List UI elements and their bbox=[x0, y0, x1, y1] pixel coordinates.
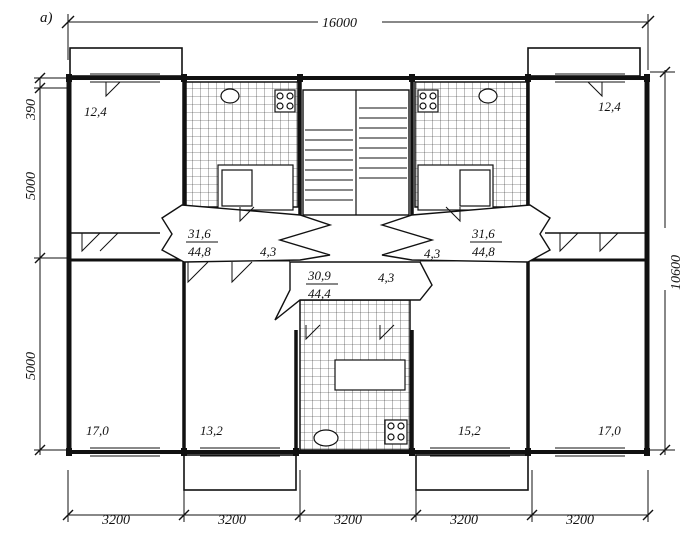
total-width-label: 16000 bbox=[322, 16, 357, 31]
left-dim-390: 390 bbox=[24, 99, 39, 121]
area-top-left-room: 12,4 bbox=[84, 104, 107, 119]
figure-label: а) bbox=[40, 10, 53, 26]
sanitary-fixtures bbox=[217, 88, 498, 447]
structural-marks bbox=[66, 74, 650, 456]
apartment-right-living: 31,6 bbox=[471, 226, 495, 241]
area-hall-right: 4,3 bbox=[424, 246, 441, 261]
area-bottom-center-left-room: 13,2 bbox=[200, 423, 223, 438]
apartment-center-fraction: 30,9 44,4 bbox=[306, 268, 338, 301]
door-swings bbox=[81, 81, 619, 341]
area-bottom-left-room: 17,0 bbox=[86, 423, 109, 438]
left-dimension-line bbox=[34, 72, 70, 456]
apartment-right-total: 44,8 bbox=[472, 244, 495, 259]
bottom-dim-2: 3200 bbox=[217, 513, 246, 528]
bottom-dim-3: 3200 bbox=[333, 513, 362, 528]
left-dim-5000-upper: 5000 bbox=[24, 172, 39, 200]
staircase bbox=[302, 89, 410, 216]
exterior-walls bbox=[66, 73, 650, 457]
apartment-left-total: 44,8 bbox=[188, 244, 211, 259]
apartment-left-living: 31,6 bbox=[187, 226, 211, 241]
area-bottom-right-room: 17,0 bbox=[598, 423, 621, 438]
area-hall-left: 4,3 bbox=[260, 244, 277, 259]
area-hall-center: 4,3 bbox=[378, 270, 395, 285]
area-bottom-center-right-room: 15,2 bbox=[458, 423, 481, 438]
corridor-outline bbox=[161, 204, 551, 321]
apartment-right-fraction: 31,6 44,8 bbox=[470, 226, 502, 259]
area-top-right-room: 12,4 bbox=[598, 99, 621, 114]
left-dim-5000-lower: 5000 bbox=[24, 352, 39, 380]
bottom-dim-5: 3200 bbox=[565, 513, 594, 528]
bottom-dim-1: 3200 bbox=[101, 513, 130, 528]
apartment-center-living: 30,9 bbox=[307, 268, 331, 283]
bottom-dim-4: 3200 bbox=[449, 513, 478, 528]
total-depth-label: 10600 bbox=[669, 255, 684, 290]
apartment-left-fraction: 31,6 44,8 bbox=[186, 226, 218, 259]
apartment-center-total: 44,4 bbox=[308, 286, 331, 301]
